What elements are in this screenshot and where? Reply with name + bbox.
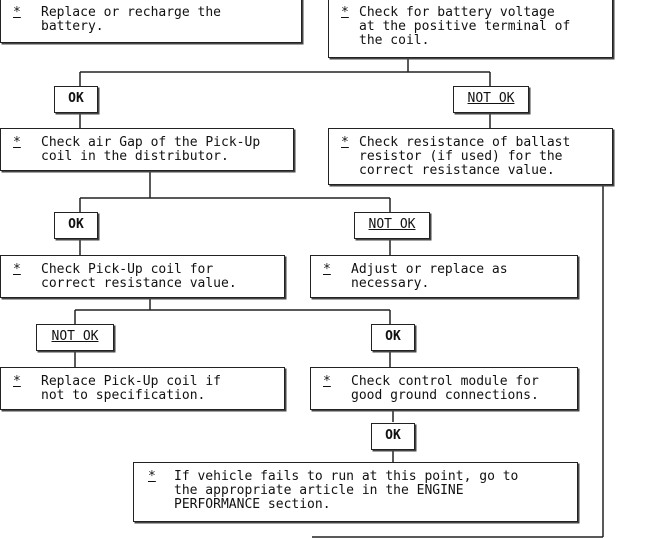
check-ground-box: * Check control module for good ground c… (310, 367, 578, 410)
replace-pickup-box: * Replace Pick-Up coil if not to specifi… (0, 367, 285, 410)
ok-tag: OK (371, 324, 415, 351)
check-ground-text: Check control module for good ground con… (351, 374, 539, 403)
engine-performance-text: If vehicle fails to run at this point, g… (174, 469, 519, 512)
not-ok-label: NOT OK (368, 217, 416, 232)
replace-battery-text: Replace or recharge the battery. (41, 5, 222, 34)
ok-label: OK (68, 91, 84, 106)
bullet-mark: * (13, 374, 21, 389)
check-ballast-box: * Check resistance of ballast resistor (… (328, 128, 613, 185)
engine-performance-box: * If vehicle fails to run at this point,… (133, 462, 578, 522)
adjust-replace-box: * Adjust or replace as necessary. (310, 255, 578, 298)
check-ballast-text: Check resistance of ballast resistor (if… (359, 135, 571, 178)
check-pickup-resistance-box: * Check Pick-Up coil for correct resista… (0, 255, 285, 298)
not-ok-tag: NOT OK (453, 86, 529, 113)
ok-label: OK (385, 329, 401, 344)
ok-label: OK (68, 217, 84, 232)
not-ok-label: NOT OK (467, 91, 515, 106)
check-pickup-resistance-text: Check Pick-Up coil for correct resistanc… (41, 262, 237, 291)
check-air-gap-box: * Check air Gap of the Pick-Up coil in t… (0, 128, 294, 171)
check-voltage-box: * Check for battery voltage at the posit… (328, 0, 613, 58)
ok-tag: OK (371, 423, 415, 450)
not-ok-tag: NOT OK (354, 212, 430, 239)
bullet-mark: * (13, 262, 21, 277)
bullet-mark: * (13, 135, 21, 150)
ok-tag: OK (54, 86, 98, 113)
ok-tag: OK (54, 212, 98, 239)
bullet-mark: * (13, 5, 21, 20)
check-air-gap-text: Check air Gap of the Pick-Up coil in the… (41, 135, 261, 164)
check-voltage-text: Check for battery voltage at the positiv… (359, 5, 571, 48)
replace-pickup-text: Replace Pick-Up coil if not to specifica… (41, 374, 222, 403)
bullet-mark: * (341, 135, 349, 150)
replace-battery-box: * Replace or recharge the battery. (0, 0, 302, 43)
adjust-replace-text: Adjust or replace as necessary. (351, 262, 508, 291)
bullet-mark: * (341, 5, 349, 20)
not-ok-label: NOT OK (51, 329, 99, 344)
ok-label: OK (385, 428, 401, 443)
bullet-mark: * (323, 374, 331, 389)
bullet-mark: * (323, 262, 331, 277)
bullet-mark: * (148, 469, 156, 484)
not-ok-tag: NOT OK (36, 324, 114, 351)
